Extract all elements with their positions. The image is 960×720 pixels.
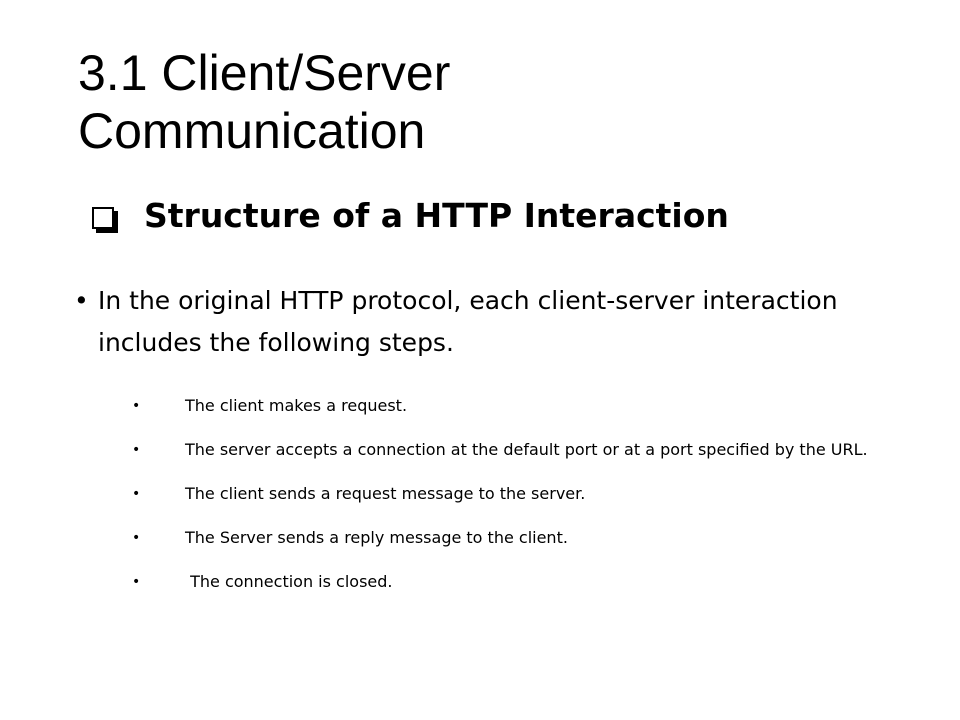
step-text: The client sends a request message to th… (185, 484, 586, 503)
bullet-icon: • (132, 442, 141, 458)
bullet-icon: • (132, 398, 141, 414)
step-item-5: • The connection is closed. (132, 568, 892, 596)
step-item-2: • The server accepts a connection at the… (132, 436, 892, 464)
step-text: The server accepts a connection at the d… (185, 440, 868, 459)
step-text: The client makes a request. (185, 396, 408, 415)
intro-bullet: • In the original HTTP protocol, each cl… (74, 280, 894, 364)
step-text: The Server sends a reply message to the … (185, 528, 568, 547)
bullet-icon: • (132, 530, 141, 546)
slide-title-line-1: 3.1 Client/Server (78, 45, 451, 101)
intro-text: In the original HTTP protocol, each clie… (98, 286, 838, 357)
step-text: The connection is closed. (185, 572, 393, 591)
slide-title-line-2: Communication (78, 103, 426, 159)
slide-title: 3.1 Client/Server Communication (78, 44, 898, 160)
step-item-3: • The client sends a request message to … (132, 480, 892, 508)
section-heading: Structure of a HTTP Interaction (92, 196, 729, 236)
section-heading-text: Structure of a HTTP Interaction (144, 196, 729, 235)
step-item-1: • The client makes a request. (132, 392, 892, 420)
checkbox-bullet-icon (92, 207, 114, 229)
bullet-icon: • (74, 286, 89, 315)
bullet-icon: • (132, 486, 141, 502)
step-item-4: • The Server sends a reply message to th… (132, 524, 892, 552)
bullet-icon: • (132, 574, 141, 590)
steps-list: • The client makes a request. • The serv… (132, 392, 892, 596)
